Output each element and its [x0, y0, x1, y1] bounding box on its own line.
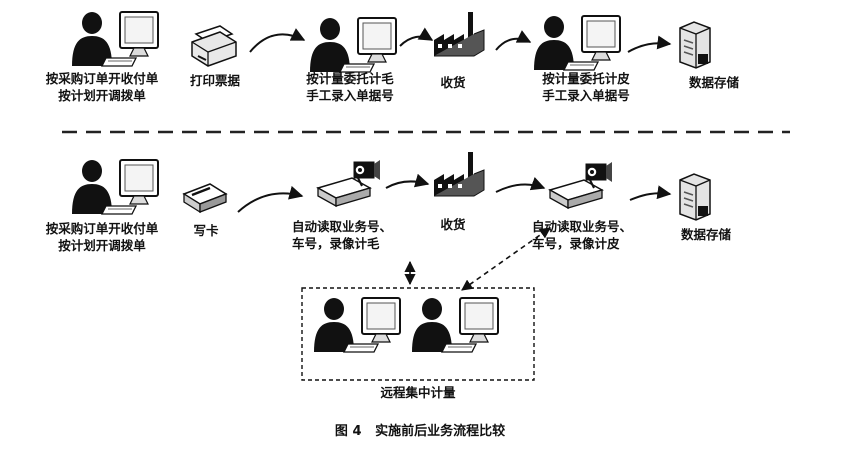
database-server-icon: [679, 21, 711, 69]
flow-arrow: [495, 177, 546, 193]
person-at-computer-icon: [309, 17, 397, 73]
flow-arrow: [237, 185, 304, 213]
bottom-step5-label: 自动读取业务号、 车号，录像计皮: [532, 219, 633, 251]
printer-icon: [191, 25, 237, 67]
factory-icon: [433, 151, 485, 197]
person-at-computer-icon: [71, 159, 159, 215]
figure-caption: 图 4 实施前后业务流程比较: [334, 424, 506, 439]
flow-arrow: [385, 173, 430, 189]
bottom-step3-label: 自动读取业务号、 车号，录像计毛: [292, 219, 393, 251]
flow-arrow: [495, 30, 532, 51]
flow-arrow: [627, 35, 672, 53]
person-at-computer-icon: [411, 297, 499, 353]
top-step1-label: 按采购订单开收付单 按计划开调拨单: [45, 71, 159, 103]
flow-arrow: [249, 28, 306, 53]
bottom-step1-label: 按采购订单开收付单 按计划开调拨单: [45, 221, 159, 253]
remote-metering-box: [301, 287, 535, 381]
person-at-computer-icon: [533, 15, 621, 71]
top-step2-label: 打印票据: [189, 73, 240, 88]
person-at-computer-icon: [313, 297, 401, 353]
top-step6-label: 数据存储: [688, 75, 739, 90]
bottom-step6-label: 数据存储: [680, 227, 731, 242]
person-at-computer-icon: [71, 11, 159, 67]
bottom-step2-label: 写卡: [193, 223, 219, 238]
top-step3-label: 按计量委托计毛 手工录入单据号: [306, 71, 394, 103]
factory-icon: [433, 11, 485, 57]
top-step4-label: 收货: [440, 75, 466, 90]
top-step5-label: 按计量委托计皮 手工录入单据号: [542, 71, 630, 103]
remote-box-label: 远程集中计量: [380, 385, 456, 400]
camera-scanner-icon: [317, 159, 381, 207]
flow-arrow: [629, 185, 672, 201]
database-server-icon: [679, 173, 711, 221]
bottom-step4-label: 收货: [440, 217, 466, 232]
flow-arrow: [399, 27, 434, 47]
camera-scanner-icon: [549, 161, 613, 209]
card-writer-icon: [182, 182, 228, 214]
